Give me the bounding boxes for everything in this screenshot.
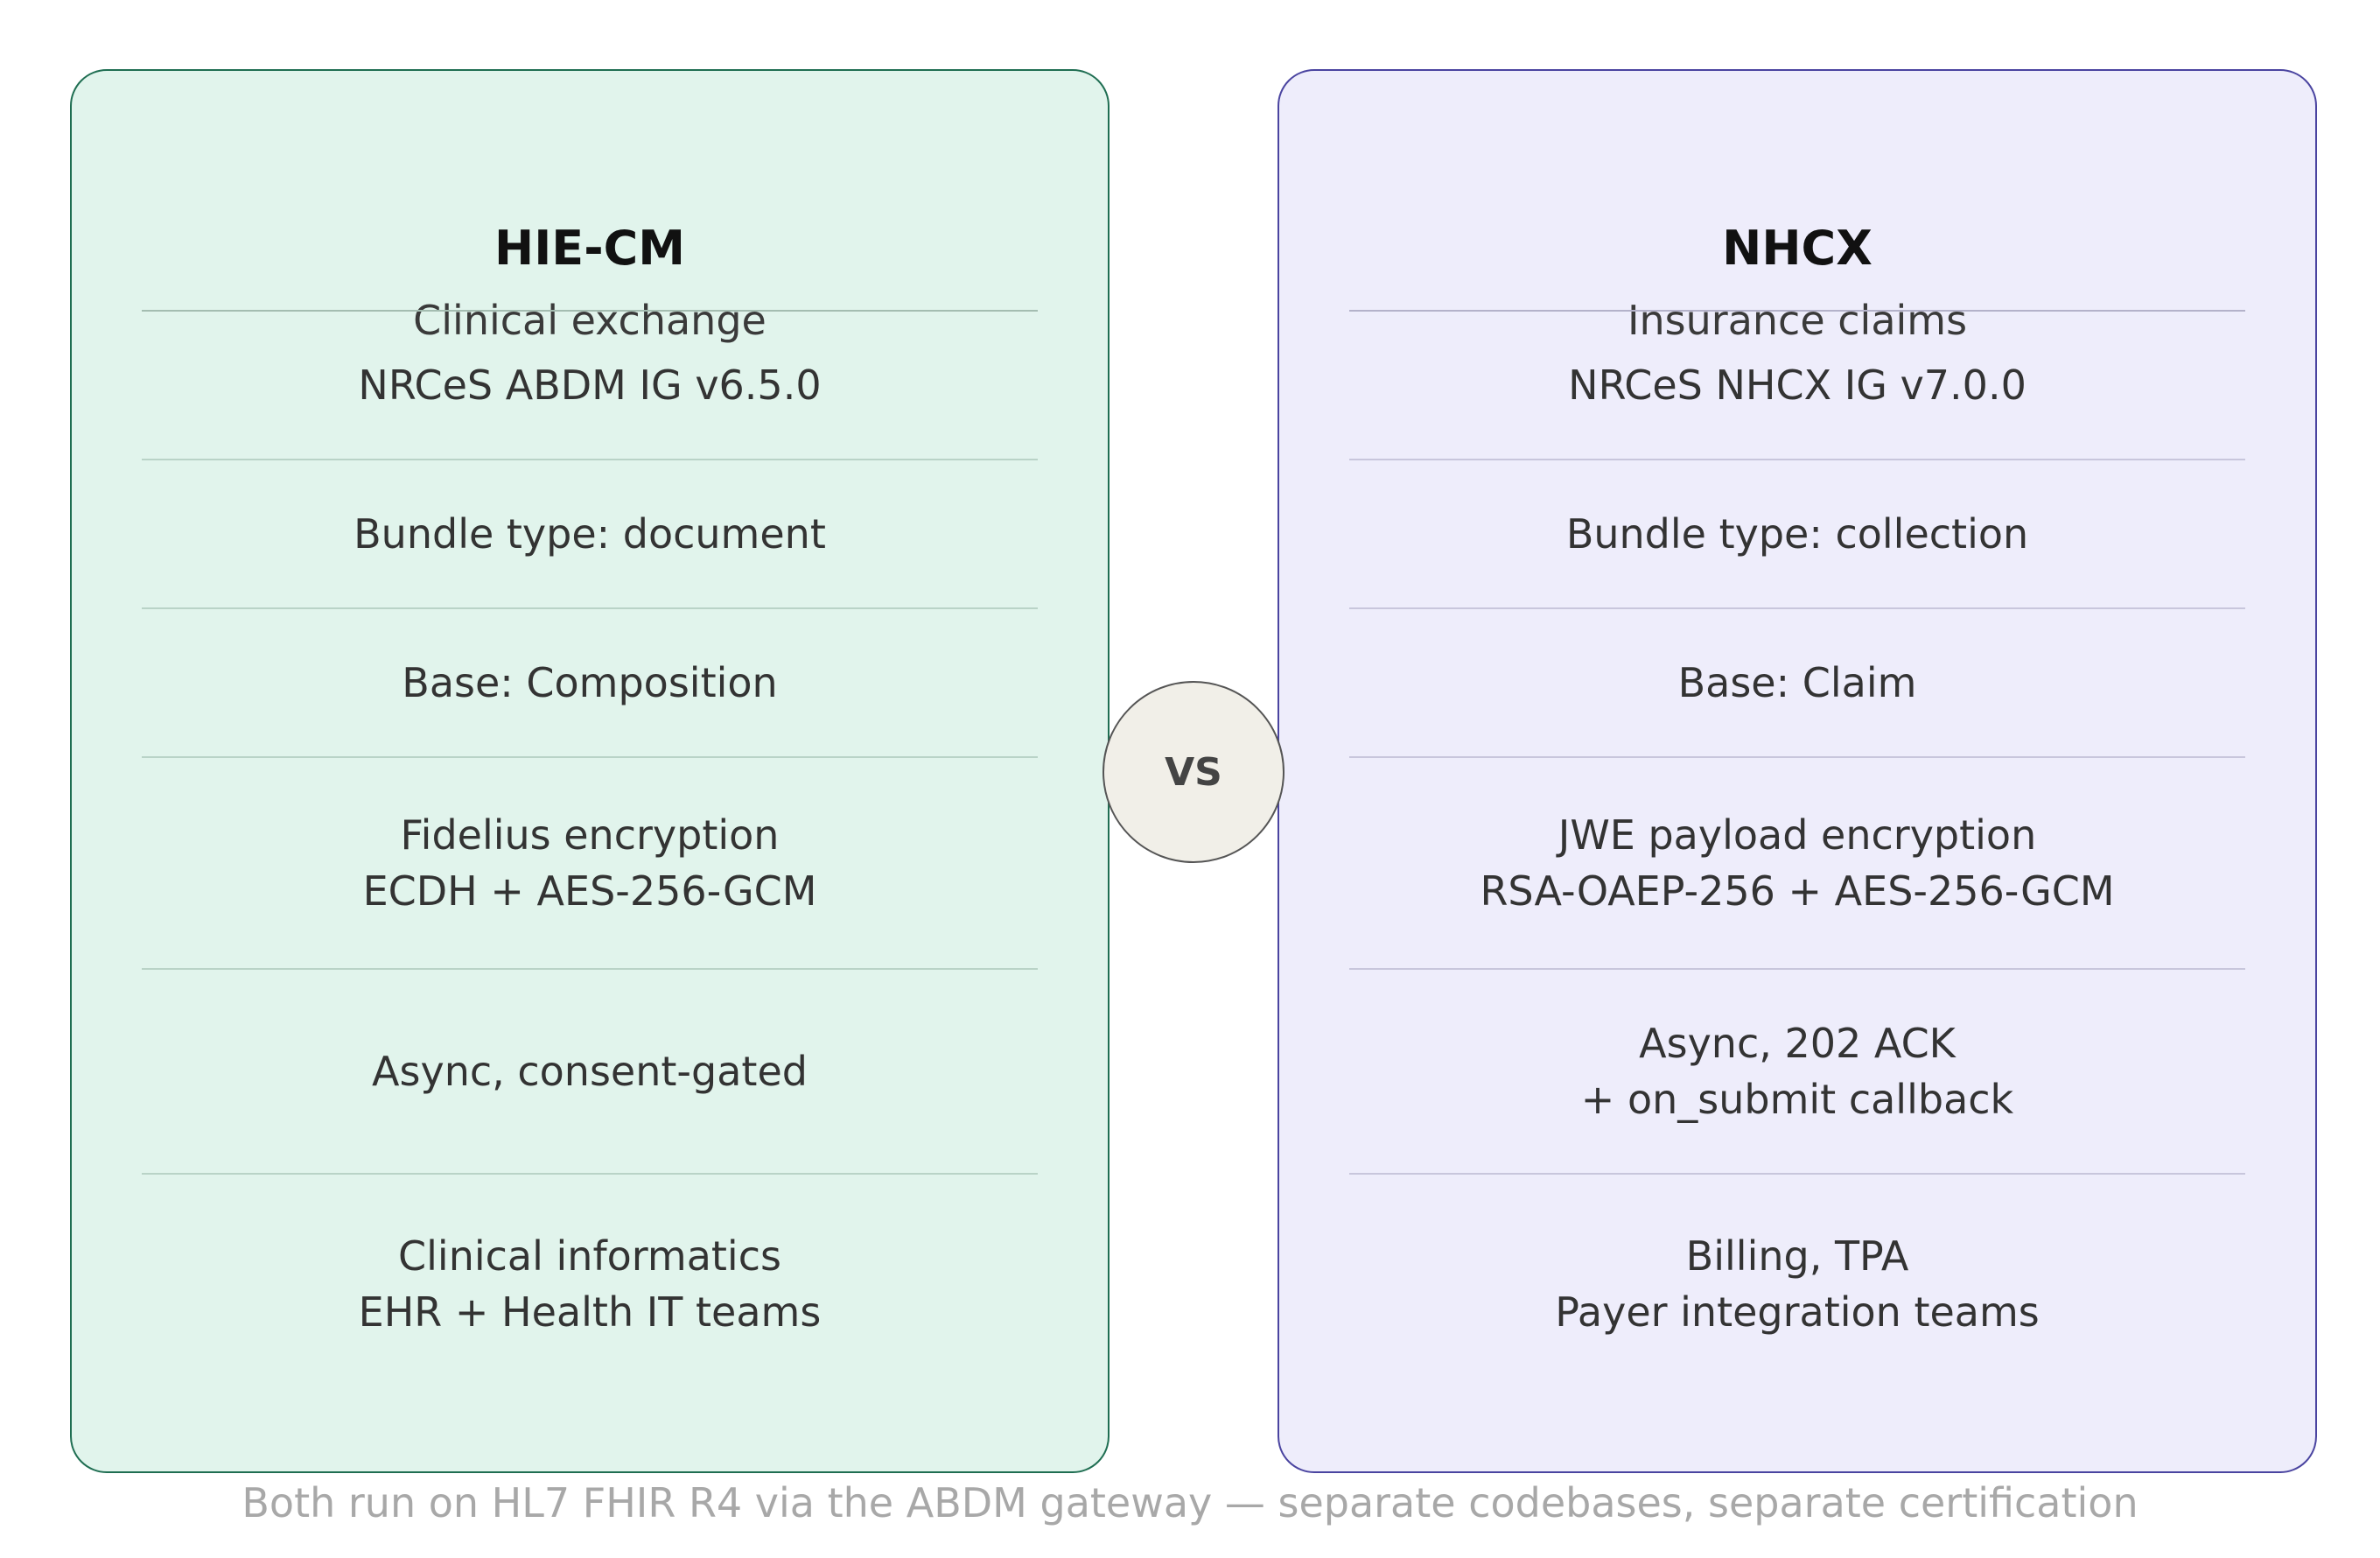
row-line: NRCeS NHCX IG v7.0.0 [1568,361,2026,409]
row-line: Base: Claim [1677,659,1917,706]
hie-cm-row-teams: Clinical informatics EHR + Health IT tea… [107,1175,1073,1393]
row-divider [1349,459,2245,460]
row-divider [142,459,1038,460]
hie-cm-subtitle: Clinical exchange [413,297,766,344]
header-divider [142,310,1038,312]
row-divider [1349,756,2245,758]
row-line: EHR + Health IT teams [358,1288,822,1336]
hie-cm-row-encryption: Fidelius encryption ECDH + AES-256-GCM [107,758,1073,968]
row-divider [142,1173,1038,1175]
row-divider [1349,1173,2245,1175]
hie-cm-row-base: Base: Composition [107,609,1073,756]
nhcx-title: NHCX [1722,221,1872,276]
hie-cm-card: HIE-CM Clinical exchange NRCeS ABDM IG v… [70,69,1110,1473]
row-line: Payer integration teams [1555,1288,2040,1336]
row-line: RSA-OAEP-256 + AES-256-GCM [1480,867,2115,915]
hie-cm-row-ig: NRCeS ABDM IG v6.5.0 [107,312,1073,459]
nhcx-row-async: Async, 202 ACK + on_submit callback [1314,970,2280,1173]
row-divider [142,968,1038,970]
row-divider [142,756,1038,758]
nhcx-row-teams: Billing, TPA Payer integration teams [1314,1175,2280,1393]
row-line: Clinical informatics [398,1232,781,1280]
row-divider [142,607,1038,609]
hie-cm-row-async: Async, consent-gated [107,970,1073,1173]
nhcx-subtitle: Insurance claims [1627,297,1968,344]
nhcx-row-bundle: Bundle type: collection [1314,460,2280,607]
nhcx-row-ig: NRCeS NHCX IG v7.0.0 [1314,312,2280,459]
header-divider [1349,310,2245,312]
row-line: Fidelius encryption [400,811,780,859]
row-line: Bundle type: collection [1565,510,2029,558]
row-line: ECDH + AES-256-GCM [362,867,817,915]
nhcx-row-encryption: JWE payload encryption RSA-OAEP-256 + AE… [1314,758,2280,968]
row-line: + on_submit callback [1580,1076,2014,1123]
hie-cm-title: HIE-CM [494,221,685,276]
row-line: Base: Composition [402,659,778,706]
row-line: JWE payload encryption [1558,811,2037,859]
row-divider [1349,607,2245,609]
row-line: Billing, TPA [1685,1232,1909,1280]
row-line: Async, 202 ACK [1639,1020,1956,1067]
nhcx-row-base: Base: Claim [1314,609,2280,756]
footnote: Both run on HL7 FHIR R4 via the ABDM gat… [242,1479,2138,1526]
vs-badge: VS [1102,681,1284,863]
row-line: Bundle type: document [354,510,826,558]
nhcx-card: NHCX Insurance claims NRCeS NHCX IG v7.0… [1278,69,2317,1473]
row-line: Async, consent-gated [372,1048,808,1095]
row-line: NRCeS ABDM IG v6.5.0 [358,361,822,409]
hie-cm-row-bundle: Bundle type: document [107,460,1073,607]
row-divider [1349,968,2245,970]
